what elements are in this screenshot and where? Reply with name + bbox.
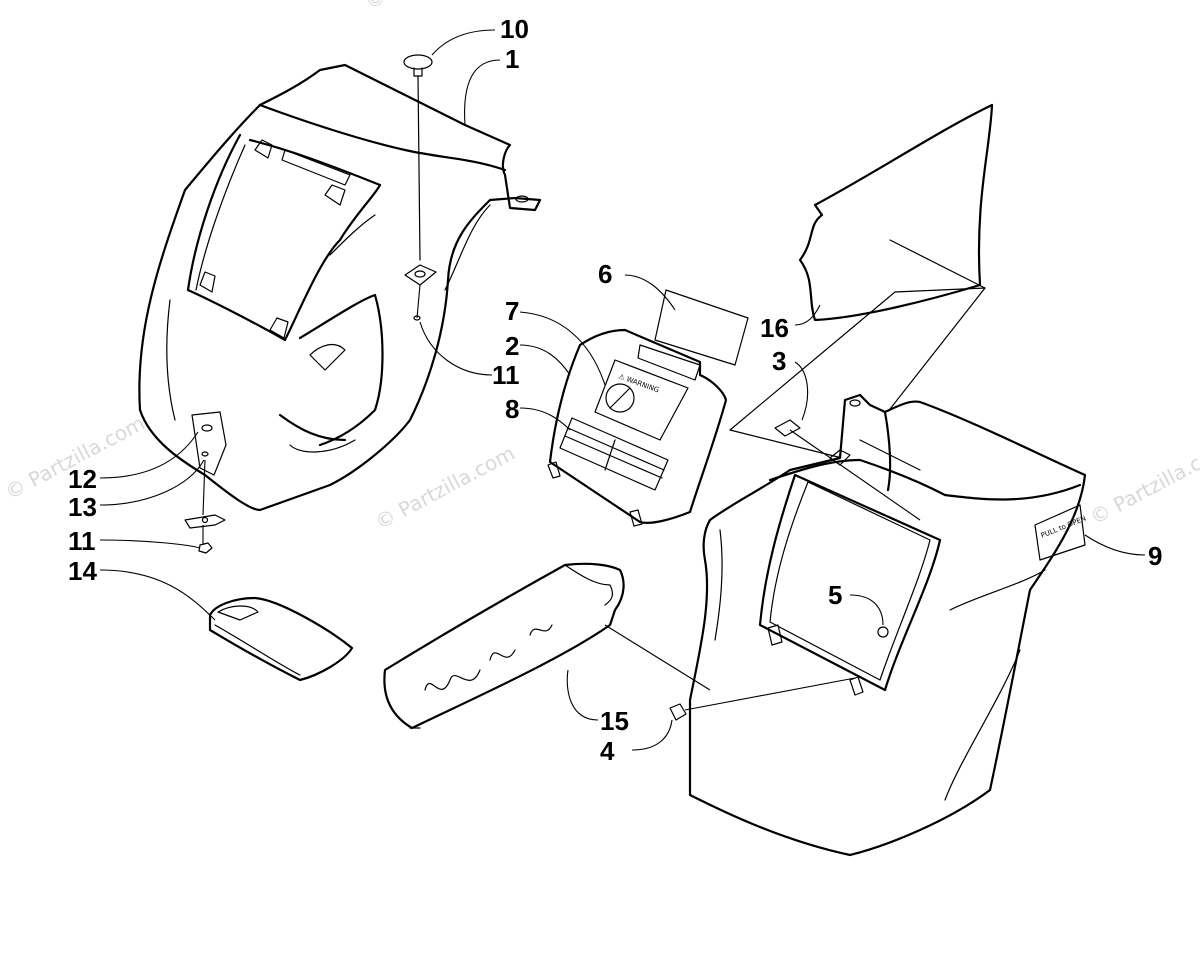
callout-labels: 10 1 6 7 2 8 16 3 11 12 13 11 14 9 5 15 … bbox=[68, 14, 1162, 766]
part-9-storage-box[interactable]: PULL to OPEN bbox=[669, 393, 1087, 857]
callout-10: 10 bbox=[500, 14, 529, 44]
leader-lines bbox=[99, 29, 1146, 751]
watermark: © Partzilla.com bbox=[1086, 436, 1200, 530]
watermark: © Partzilla.com bbox=[371, 441, 519, 535]
callout-12: 12 bbox=[68, 464, 97, 494]
callout-7: 7 bbox=[505, 296, 519, 326]
clip-plane bbox=[729, 287, 986, 461]
callout-15: 15 bbox=[600, 706, 629, 736]
part-2-cover[interactable]: ⚠ WARNING bbox=[547, 289, 749, 527]
callout-13: 13 bbox=[68, 492, 97, 522]
callout-4: 4 bbox=[600, 736, 615, 766]
part-15-side-panel[interactable] bbox=[383, 562, 625, 730]
watermark: © Partzilla.com bbox=[361, 0, 509, 14]
callout-16: 16 bbox=[760, 313, 789, 343]
part-1-rear-housing[interactable] bbox=[138, 54, 542, 554]
callout-1: 1 bbox=[505, 44, 519, 74]
part-14-pad[interactable] bbox=[208, 596, 354, 682]
callout-14: 14 bbox=[68, 556, 97, 586]
callout-6: 6 bbox=[598, 259, 612, 289]
callout-8: 8 bbox=[505, 394, 519, 424]
callout-11: 11 bbox=[492, 360, 520, 390]
callout-11-b: 11 bbox=[68, 526, 96, 556]
callout-3: 3 bbox=[772, 346, 786, 376]
callout-9: 9 bbox=[1148, 541, 1162, 571]
callout-5: 5 bbox=[828, 580, 842, 610]
part-16-sheet[interactable] bbox=[798, 103, 994, 322]
callout-2: 2 bbox=[505, 331, 519, 361]
